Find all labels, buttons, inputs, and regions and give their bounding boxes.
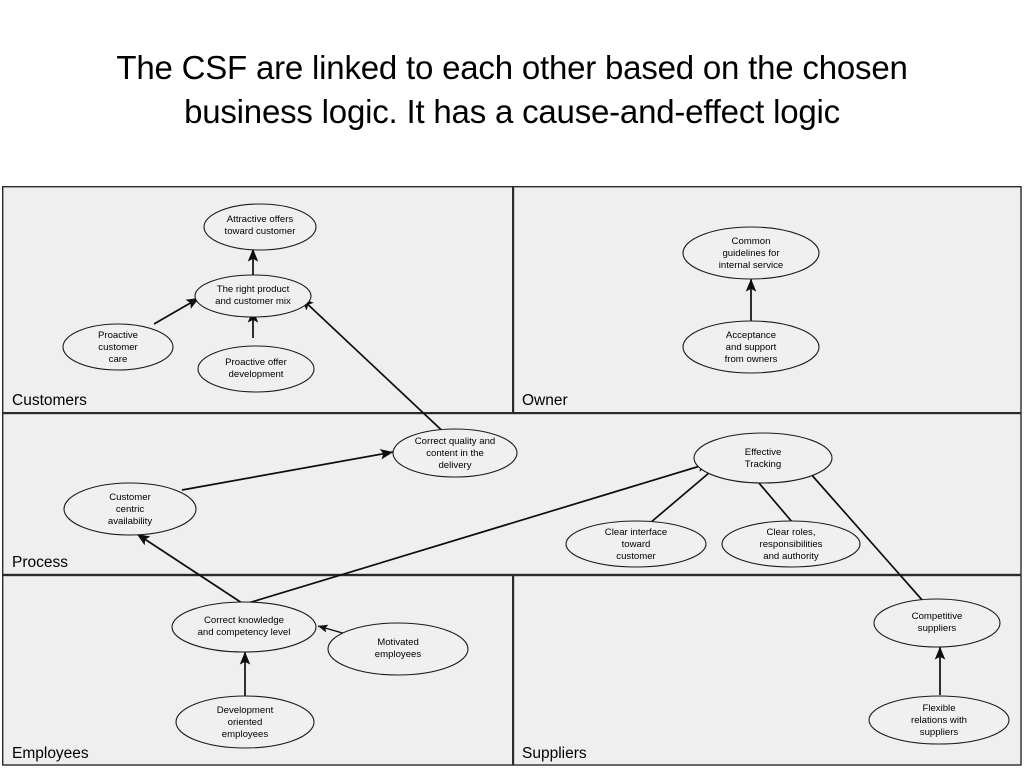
edge-proactive-care-to-right-product bbox=[153, 297, 200, 325]
panel-label-employees: Employees bbox=[12, 745, 89, 762]
node-development-oriented-line-3: employees bbox=[222, 729, 269, 740]
edge-clear-interface-to-effective-tracking bbox=[649, 466, 717, 524]
node-clear-interface[interactable]: Clear interface toward customer bbox=[565, 520, 707, 568]
node-proactive-offer-line-1: Proactive offer bbox=[225, 357, 287, 368]
node-proactive-care-line-1: Proactive bbox=[98, 330, 138, 341]
edge-correct-knowledge-to-effective-tracking bbox=[244, 461, 711, 605]
panel-label-suppliers: Suppliers bbox=[522, 745, 587, 762]
node-acceptance-support[interactable]: Acceptance and support from owners bbox=[682, 320, 820, 374]
node-clear-roles-line-1: Clear roles, bbox=[766, 527, 815, 538]
node-flexible-relations-line-2: relations with bbox=[911, 715, 967, 726]
node-flexible-relations-line-3: suppliers bbox=[920, 727, 959, 738]
node-correct-quality-line-2: content in the bbox=[426, 448, 484, 459]
node-attractive-offers-line-2: toward customer bbox=[225, 226, 297, 237]
node-clear-roles-line-2: responsibilities bbox=[760, 539, 823, 550]
edge-correct-knowledge-to-customer-centric bbox=[136, 533, 243, 604]
node-right-product-line-1: The right product bbox=[217, 284, 290, 295]
node-proactive-care-line-2: customer bbox=[98, 342, 138, 353]
node-development-oriented-line-1: Development bbox=[217, 705, 274, 716]
node-correct-quality-line-3: delivery bbox=[438, 460, 471, 471]
node-clear-interface-line-2: toward bbox=[622, 539, 651, 550]
node-clear-roles-line-3: and authority bbox=[763, 551, 819, 562]
node-competitive-suppliers-line-2: suppliers bbox=[918, 623, 957, 634]
node-competitive-suppliers-line-1: Competitive bbox=[912, 611, 963, 622]
node-attractive-offers-line-1: Attractive offers bbox=[227, 214, 294, 225]
node-clear-interface-line-1: Clear interface bbox=[605, 527, 667, 538]
node-competitive-suppliers[interactable]: Competitive suppliers bbox=[873, 598, 1001, 648]
node-acceptance-support-line-2: and support bbox=[726, 342, 777, 353]
node-motivated-employees-line-1: Motivated bbox=[377, 637, 419, 648]
node-right-product[interactable]: The right product and customer mix bbox=[194, 274, 312, 318]
panel-label-owner: Owner bbox=[522, 392, 568, 409]
node-correct-quality-line-1: Correct quality and bbox=[415, 436, 496, 447]
page-title: The CSF are linked to each other based o… bbox=[0, 46, 1024, 134]
node-correct-knowledge-line-2: and competency level bbox=[198, 627, 291, 638]
node-effective-tracking-line-2: Tracking bbox=[745, 459, 781, 470]
edge-layer bbox=[136, 248, 946, 698]
node-proactive-care-line-3: care bbox=[109, 354, 128, 365]
node-clear-roles[interactable]: Clear roles, responsibilities and author… bbox=[721, 520, 861, 568]
panel-owner: Owner bbox=[512, 186, 1022, 414]
node-customer-centric-line-3: availability bbox=[108, 516, 152, 527]
node-attractive-offers[interactable]: Attractive offers toward customer bbox=[203, 203, 317, 251]
page-title-line-1: The CSF are linked to each other based o… bbox=[116, 49, 908, 86]
node-motivated-employees[interactable]: Motivated employees bbox=[327, 622, 469, 676]
node-customer-centric-line-2: centric bbox=[116, 504, 144, 515]
node-common-guidelines-line-3: internal service bbox=[719, 260, 784, 271]
node-flexible-relations[interactable]: Flexible relations with suppliers bbox=[868, 695, 1010, 745]
node-flexible-relations-line-1: Flexible bbox=[922, 703, 955, 714]
node-customer-centric-line-1: Customer bbox=[109, 492, 151, 503]
node-correct-knowledge[interactable]: Correct knowledge and competency level bbox=[171, 601, 317, 653]
node-proactive-offer[interactable]: Proactive offer development bbox=[197, 345, 315, 393]
node-correct-quality[interactable]: Correct quality and content in the deliv… bbox=[392, 428, 518, 478]
panel-label-customers: Customers bbox=[12, 392, 87, 409]
node-right-product-line-2: and customer mix bbox=[215, 296, 291, 307]
edge-customer-centric-to-correct-quality bbox=[181, 449, 394, 491]
node-common-guidelines[interactable]: Common guidelines for internal service bbox=[682, 226, 820, 280]
node-development-oriented[interactable]: Development oriented employees bbox=[175, 695, 315, 749]
panel-label-process: Process bbox=[12, 554, 68, 571]
node-common-guidelines-line-1: Common bbox=[732, 236, 771, 247]
node-effective-tracking-line-1: Effective bbox=[745, 447, 782, 458]
csf-cause-effect-diagram: Customers Owner Process Employees Suppli… bbox=[2, 186, 1022, 766]
node-proactive-care[interactable]: Proactive customer care bbox=[62, 323, 174, 371]
node-motivated-employees-line-2: employees bbox=[375, 649, 422, 660]
edge-correct-quality-to-right-product bbox=[300, 297, 452, 440]
node-acceptance-support-line-3: from owners bbox=[725, 354, 778, 365]
node-correct-knowledge-line-1: Correct knowledge bbox=[204, 615, 284, 626]
node-acceptance-support-line-1: Acceptance bbox=[726, 330, 776, 341]
node-development-oriented-line-2: oriented bbox=[228, 717, 263, 728]
node-effective-tracking[interactable]: Effective Tracking bbox=[693, 432, 833, 484]
page-title-line-2: business logic. It has a cause-and-effec… bbox=[184, 93, 840, 130]
node-customer-centric[interactable]: Customer centric availability bbox=[63, 482, 197, 536]
edge-competitive-suppliers-to-effective-tracking bbox=[801, 463, 924, 602]
node-clear-interface-line-3: customer bbox=[616, 551, 656, 562]
node-common-guidelines-line-2: guidelines for bbox=[722, 248, 780, 259]
node-proactive-offer-line-2: development bbox=[229, 369, 284, 380]
